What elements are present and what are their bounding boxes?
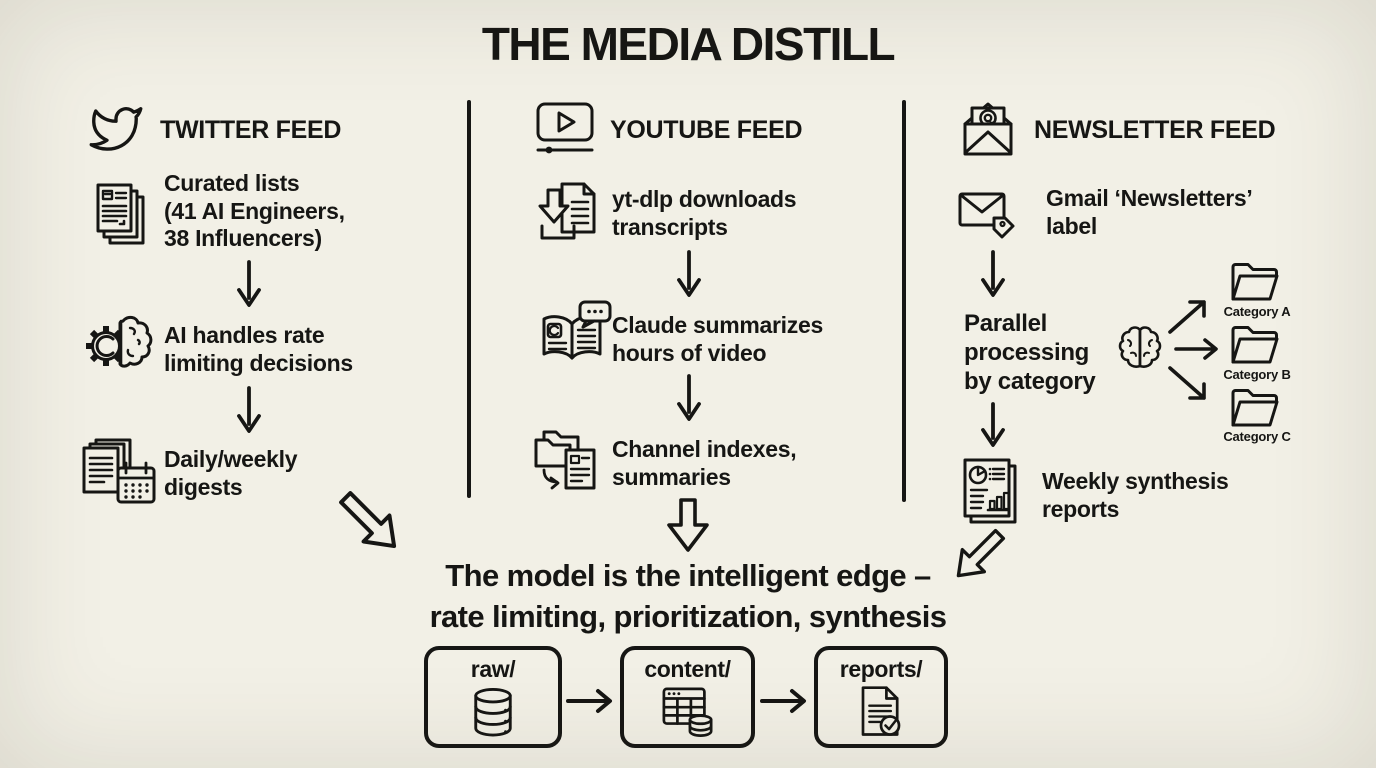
down-arrow-icon [676, 250, 702, 302]
newsletter-step-3-text: Weekly synthesis reports [1042, 468, 1229, 522]
brain-icon [1114, 320, 1166, 376]
report-charts-icon [956, 456, 1024, 528]
arrow-right-icon [566, 688, 618, 714]
newsletter-step-1-text: Gmail ‘Newsletters’ label [1046, 185, 1253, 239]
twitter-feed-heading: TWITTER FEED [160, 116, 342, 144]
down-arrow-icon [236, 386, 262, 438]
youtube-feed-heading: YOUTUBE FEED [610, 116, 803, 144]
database-icon [470, 685, 516, 739]
folder-icon [1228, 386, 1282, 430]
open-book-chat-icon [534, 300, 614, 370]
twitter-step-1-text: Curated lists (41 AI Engineers, 38 Influ… [164, 170, 345, 252]
envelope-tag-icon [956, 186, 1022, 246]
folder-icon [1228, 323, 1282, 367]
twitter-bird-icon [86, 102, 146, 156]
folders-document-icon [532, 426, 606, 496]
youtube-step-1-text: yt-dlp downloads transcripts [612, 186, 797, 240]
twitter-step-3-text: Daily/weekly digests [164, 446, 298, 500]
stacked-documents-icon [90, 180, 156, 250]
big-arrow-down-left-icon [950, 528, 1006, 584]
footer-heading: The model is the intelligent edge – rate… [429, 558, 947, 634]
documents-calendar-icon [78, 436, 160, 512]
content-label: content/ [644, 656, 731, 682]
twitter-step-2-text: AI handles rate limiting decisions [164, 322, 353, 376]
document-check-icon [855, 685, 907, 739]
big-arrow-down-icon [664, 496, 712, 556]
youtube-step-2-text: Claude summarizes hours of video [612, 312, 823, 366]
reports-label: reports/ [839, 656, 923, 682]
down-arrow-icon [980, 250, 1006, 302]
open-envelope-at-icon [956, 98, 1020, 160]
column-divider [467, 100, 471, 498]
gear-brain-icon [82, 310, 162, 382]
newsletter-feed-heading: NEWSLETTER FEED [1034, 116, 1276, 144]
big-arrow-down-right-icon [338, 490, 404, 556]
arrow-up-right-icon [1166, 292, 1212, 336]
table-database-icon [659, 685, 717, 739]
column-divider [902, 100, 906, 502]
category-c-label: Category C [1223, 429, 1291, 444]
category-a-label: Category A [1223, 304, 1291, 319]
page-title: THE MEDIA DISTILL [481, 18, 896, 70]
category-b-label: Category B [1223, 367, 1291, 382]
video-player-icon [534, 100, 596, 156]
down-arrow-icon [236, 260, 262, 312]
youtube-step-3-text: Channel indexes, summaries [612, 436, 797, 490]
pipeline-box-reports: reports/ [814, 646, 948, 748]
raw-label: raw/ [470, 656, 516, 682]
folder-icon [1228, 260, 1282, 304]
download-transcript-icon [538, 180, 602, 248]
arrow-right-icon [760, 688, 812, 714]
arrow-right-icon [1174, 338, 1222, 360]
pipeline-box-content: content/ [620, 646, 755, 748]
arrow-down-right-icon [1166, 364, 1212, 408]
pipeline-box-raw: raw/ [424, 646, 562, 748]
newsletter-step-2-text: Parallel processing by category [964, 310, 1096, 395]
down-arrow-icon [980, 402, 1006, 452]
down-arrow-icon [676, 374, 702, 426]
